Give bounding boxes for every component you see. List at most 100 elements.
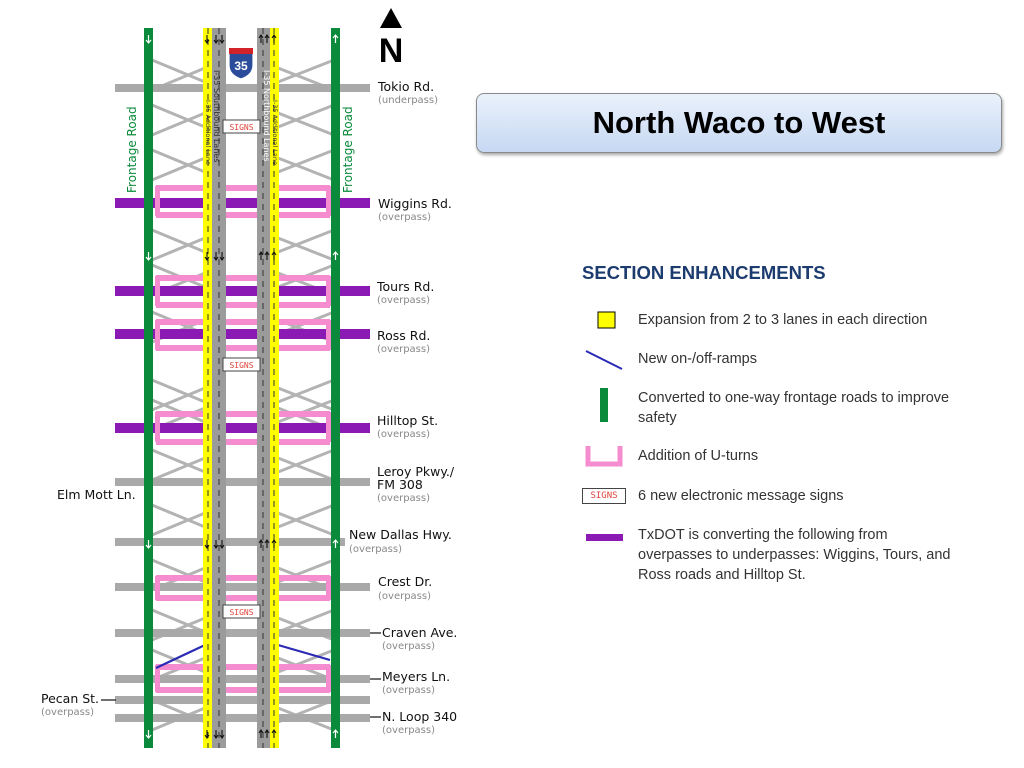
crossroad-loop-340 [115, 714, 370, 722]
nb-arrow-1-0 [258, 251, 264, 260]
u-turn-7 [156, 439, 330, 445]
label-tokio-rd: Tokio Rd. (underpass) [377, 79, 438, 106]
svg-text:Tours Rd.: Tours Rd. [376, 279, 434, 294]
u-turn-1 [156, 212, 330, 218]
svg-text:Ross Rd.: Ross Rd. [377, 328, 430, 343]
spoke-left-b-6 [151, 386, 206, 412]
nb-lanes [257, 28, 270, 748]
message-sign-3: SIGNS [222, 604, 261, 619]
label-pecan-st: Pecan St. (overpass) [41, 691, 116, 718]
spoke-left-b-3 [151, 236, 206, 262]
label-n-loop-340: N. Loop 340 (overpass) [370, 709, 457, 736]
nb-arrow-2-0 [258, 539, 264, 548]
sb-additional-lane [203, 28, 212, 748]
u-turn-0 [156, 185, 330, 191]
spoke-left-3 [151, 228, 206, 254]
svg-text:(overpass): (overpass) [377, 344, 430, 355]
label-meyers-ln: Meyers Ln. (overpass) [370, 669, 450, 696]
u-turn-side-right-5 [326, 665, 331, 692]
u-turn-side-left-2 [155, 320, 160, 350]
u-turn-8 [156, 575, 330, 581]
spoke-left-6 [151, 378, 206, 404]
frontage-west-arrow-3 [145, 730, 152, 739]
svg-text:SIGNS: SIGNS [229, 608, 253, 617]
spoke-right-6 [277, 378, 335, 404]
nb-arrow-0-1 [264, 34, 270, 43]
spoke-right-0 [277, 58, 335, 84]
message-sign-1: SIGNS [222, 119, 261, 134]
u-turn-side-left-0 [155, 186, 160, 216]
u-turn-2 [156, 275, 330, 281]
crossroad-craven [115, 629, 370, 637]
spoke-right-3 [277, 228, 335, 254]
svg-text:(underpass): (underpass) [378, 95, 438, 106]
road-overlays [145, 34, 339, 739]
label-elm-mott-ln: Elm Mott Ln. [57, 487, 136, 502]
u-turn-side-right-2 [326, 320, 331, 350]
signs-box-icon: SIGNS [582, 488, 626, 504]
frontage-east-arrow-3 [332, 729, 339, 738]
svg-text:(overpass): (overpass) [382, 641, 435, 652]
spoke-right-b-1 [277, 111, 335, 137]
sb-arrow-1-1 [213, 252, 219, 261]
svg-text:(overpass): (overpass) [349, 544, 402, 555]
message-sign-2: SIGNS [222, 357, 261, 372]
sb-arrow-2-0 [204, 540, 210, 549]
u-turn-10 [156, 664, 330, 670]
u-turn-side-right-4 [326, 576, 331, 600]
u-turn-6 [156, 411, 330, 417]
crossroad-tokio [115, 84, 370, 92]
u-turn-11 [156, 687, 330, 693]
legend-heading: SECTION ENHANCEMENTS [582, 262, 826, 283]
crossroad-new-dallas [115, 538, 345, 546]
svg-text:(overpass): (overpass) [378, 212, 431, 223]
spoke-left-b-1 [151, 111, 206, 137]
svg-text:Crest Dr.: Crest Dr. [378, 574, 432, 589]
spoke-right-b-2 [277, 156, 335, 182]
nb-arrow-3-2 [271, 729, 277, 738]
frontage-east-arrow-0 [332, 34, 339, 43]
label-leroy-pkwy: Leroy Pkwy./ FM 308 (overpass) [377, 464, 455, 504]
svg-text:(overpass): (overpass) [377, 295, 430, 306]
spoke-right-b-6 [277, 386, 335, 412]
u-turn-side-right-3 [326, 412, 331, 442]
spoke-left-0 [151, 58, 206, 84]
label-craven-ave: Craven Ave. (overpass) [370, 625, 457, 652]
label-tours-rd: Tours Rd. (overpass) [376, 279, 434, 306]
spoke-left-b-8 [151, 456, 206, 482]
crossroad-bars [115, 84, 370, 722]
spoke-right-b-9 [277, 511, 335, 537]
u-turn-side-left-1 [155, 276, 160, 306]
label-ross-rd: Ross Rd. (overpass) [377, 328, 430, 355]
ramp-line-icon [585, 350, 623, 370]
ramp-right [277, 643, 331, 662]
northbound-additional-lane-label: I-35 Additional Lane [271, 100, 279, 165]
southbound-additional-lane-label: I-35 Additional Lane [204, 100, 212, 165]
page-title: North Waco to West [592, 105, 886, 140]
north-arrow-icon: N [379, 8, 404, 70]
interstate-35-shield-icon: 35 [228, 48, 254, 80]
frontage-road-east [331, 28, 340, 748]
highway-lanes [144, 28, 340, 748]
sb-arrow-1-2 [219, 252, 225, 261]
sb-arrow-3-1 [213, 730, 219, 739]
label-new-dallas-hwy: New Dallas Hwy. (overpass) [349, 527, 452, 555]
crossroad-crest [115, 583, 370, 591]
yellow-square-icon [597, 311, 616, 329]
u-turn-side-right-0 [326, 186, 331, 216]
purple-bar-icon [586, 534, 623, 541]
svg-text:Leroy Pkwy./: Leroy Pkwy./ [377, 464, 455, 479]
label-wiggins-rd: Wiggins Rd. (overpass) [378, 196, 452, 223]
nb-arrow-2-2 [271, 539, 277, 548]
frontage-east-arrow-1 [332, 251, 339, 260]
underpass-tours [115, 286, 370, 296]
sb-arrow-0-0 [204, 35, 210, 44]
svg-text:N. Loop 340: N. Loop 340 [382, 709, 457, 724]
underpass-wiggins [115, 198, 370, 208]
crossroad-pecan [115, 696, 370, 704]
sb-arrow-1-0 [204, 252, 210, 261]
north-letter: N [379, 32, 404, 70]
svg-text:Hilltop St.: Hilltop St. [377, 413, 438, 428]
frontage-west-arrow-2 [145, 540, 152, 549]
